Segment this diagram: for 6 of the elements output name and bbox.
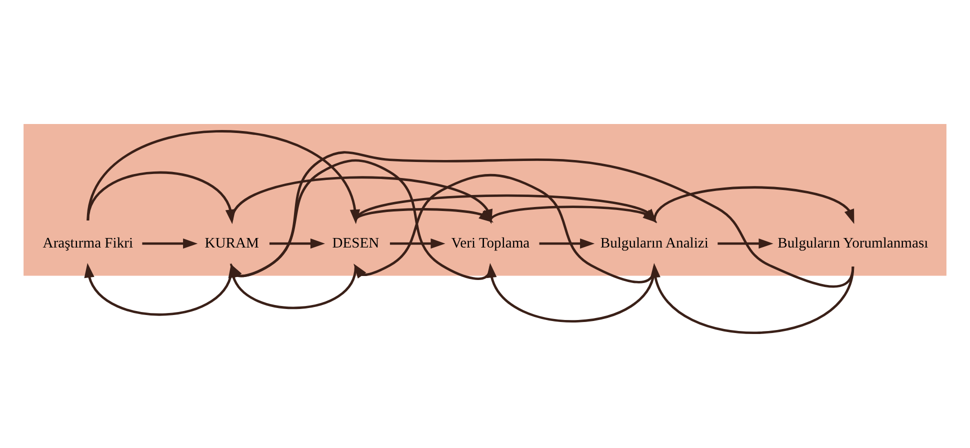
node-text: Bulguların Yorumlanması — [778, 235, 928, 252]
node-text: KURAM — [204, 235, 259, 252]
node-text: DESEN — [332, 235, 380, 252]
node-text: Araştırma Fikri — [42, 235, 134, 252]
node-text: Veri Toplama — [451, 235, 530, 252]
node-text: Bulguların Analizi — [600, 235, 708, 252]
